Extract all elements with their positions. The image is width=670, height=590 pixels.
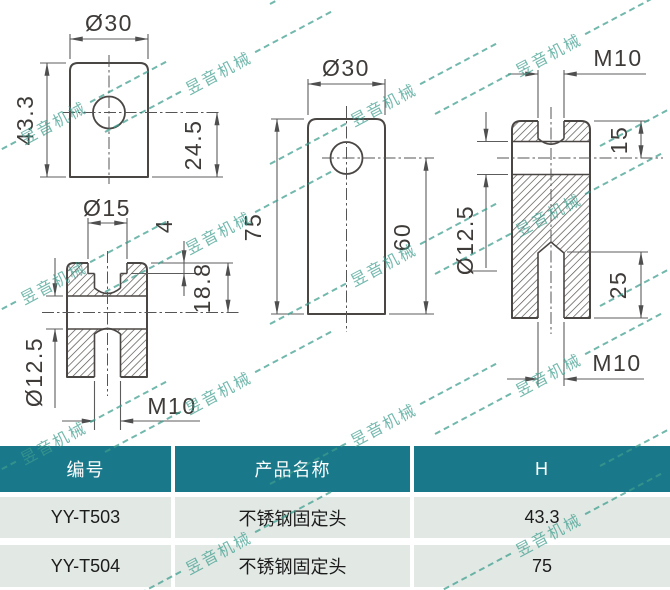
- cell-code: YY-T503: [0, 497, 175, 538]
- dim-label-height: 75: [240, 213, 266, 242]
- dim-label-thread-bottom: M10: [147, 393, 196, 419]
- part-outline: [69, 62, 149, 178]
- front-view-t503: Ø30 43.3 24.5: [12, 10, 223, 184]
- part-outline: [307, 118, 386, 315]
- dim-label-height: 43.3: [12, 95, 38, 146]
- dim-label-counterbore: Ø15: [83, 195, 131, 221]
- thread-bottom-edges: [537, 240, 565, 318]
- dim-label-hole-to-bottom: 24.5: [180, 120, 206, 171]
- dim-label-width: Ø30: [322, 55, 370, 81]
- cell-h: 43.3: [524, 507, 560, 527]
- cell-h: 75: [531, 555, 553, 576]
- front-view-t504: Ø30 75 60: [240, 55, 434, 332]
- section-view-t504: M10 15 Ø12.5 25: [452, 45, 663, 386]
- table-row: YY-T504 不锈钢固定头 75: [0, 545, 670, 587]
- dim-bore: Ø12.5: [21, 258, 63, 408]
- table-header-name: 产品名称: [175, 446, 414, 492]
- dim-label-counterbore-depth: 4: [151, 219, 177, 233]
- table-header-row: 编号 产品名称 H: [0, 446, 670, 492]
- cell-name: 不锈钢固定头: [175, 545, 414, 587]
- dim-top-to-center: 18.8: [151, 262, 233, 314]
- dim-bore: Ø12.5: [452, 112, 508, 275]
- part-outline: [511, 120, 591, 319]
- dim-thread-top: M10: [508, 45, 646, 118]
- table-header-h: H: [535, 458, 549, 479]
- product-table: 编号 产品名称 H YY-T503 不锈钢固定头 43.3 YY-T504 不锈…: [0, 446, 670, 587]
- dim-hole-to-bottom: 24.5: [152, 112, 223, 178]
- dim-top-to-center: 15: [594, 120, 649, 159]
- dim-thread-bottom: M10: [62, 381, 200, 430]
- dim-label-top-to-center: 15: [606, 126, 632, 155]
- dim-height: 43.3: [12, 62, 66, 178]
- counterbore-edges: [87, 263, 128, 275]
- part-outline: [66, 262, 148, 378]
- dim-label-bore: Ø12.5: [21, 337, 47, 407]
- dim-label-top-to-center: 18.8: [189, 263, 215, 314]
- section-view-t503: Ø15 4 18.8 Ø12.5: [21, 195, 239, 430]
- dim-label-thread-depth: 25: [605, 271, 631, 300]
- cell-name: 不锈钢固定头: [175, 497, 414, 538]
- dim-counterbore-depth: 4: [131, 219, 195, 296]
- table-header-code: 编号: [0, 446, 175, 492]
- dim-width: Ø30: [69, 10, 149, 59]
- dim-thread-bottom: M10: [507, 322, 644, 386]
- cell-code: YY-T504: [0, 545, 175, 587]
- dim-label-hole-to-bottom: 60: [389, 223, 415, 252]
- dim-label-bore: Ø12.5: [452, 205, 478, 275]
- table-row: YY-T503 不锈钢固定头 43.3: [0, 497, 670, 538]
- dim-label-thread-top: M10: [593, 45, 642, 71]
- dim-width: Ø30: [307, 55, 386, 115]
- dim-counterbore: Ø15: [83, 195, 131, 259]
- dim-label-thread-bottom: M10: [592, 350, 641, 376]
- dim-height: 75: [240, 118, 304, 315]
- dim-label-width: Ø30: [85, 10, 133, 36]
- technical-drawing: Ø30 43.3 24.5 Ø30: [12, 10, 663, 430]
- dim-thread-depth: 25: [567, 251, 648, 319]
- dim-hole-to-bottom: 60: [389, 157, 434, 315]
